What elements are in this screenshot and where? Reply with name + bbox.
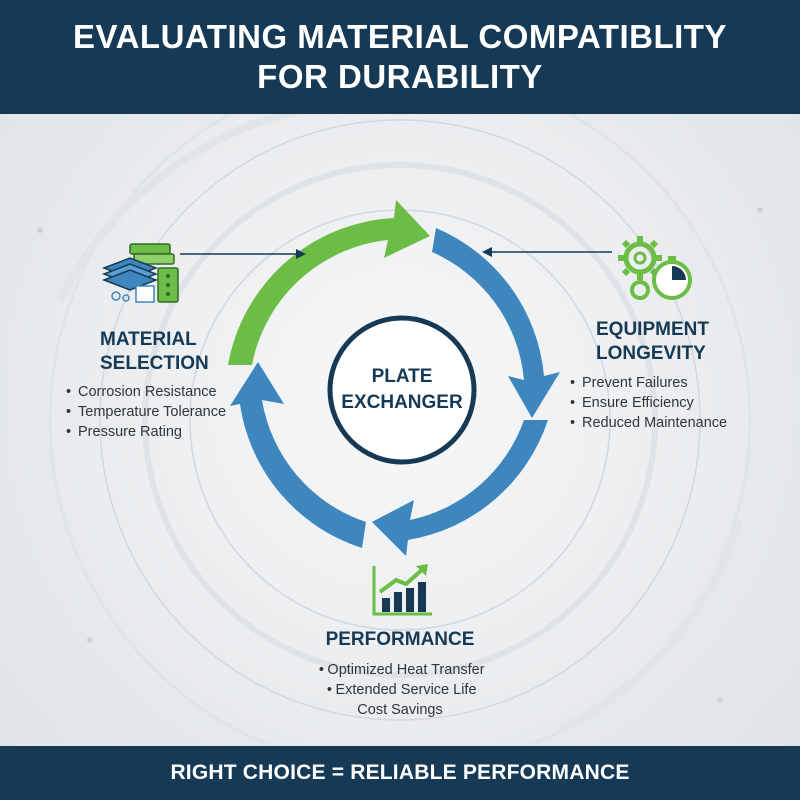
growth-chart-icon: [372, 564, 432, 616]
list-item-text: Optimized Heat Transfer: [327, 662, 485, 678]
list-item-text: Extended Service Life: [335, 682, 477, 698]
list-item: •Optimized Heat Transfer: [318, 662, 485, 678]
equipment-longevity-list: •Prevent Failures •Ensure Efficiency •Re…: [570, 373, 727, 433]
list-item: •Reduced Maintenance: [570, 415, 728, 431]
blue-cycle-arrow-right: [432, 228, 560, 418]
list-item: •Temperature Tolerance: [66, 404, 227, 420]
list-item: Cost Savings: [300, 700, 500, 720]
list-item-text: Cost Savings: [357, 702, 443, 718]
performance-title: PERFORMANCE: [325, 629, 475, 650]
gears-stopwatch-icon: [618, 236, 692, 300]
header-banner: EVALUATING MATERIAL COMPATIBLITY FOR DUR…: [0, 0, 800, 114]
list-item-text: Corrosion Resistance: [78, 384, 217, 400]
list-item-text: Pressure Rating: [78, 424, 182, 440]
material-selection-title-line-2: SELECTION: [100, 353, 209, 374]
page-title-line-2: FOR DURABILITY: [257, 58, 543, 95]
list-item: •Ensure Efficiency: [570, 395, 694, 411]
center-circle: [327, 315, 477, 465]
list-item: •Prevent Failures: [570, 375, 688, 391]
list-item: •Pressure Rating: [66, 424, 182, 440]
equipment-longevity-title-line-2: LONGEVITY: [596, 343, 706, 364]
material-selection-list: •Corrosion Resistance •Temperature Toler…: [66, 382, 226, 442]
footer-text: RIGHT CHOICE = RELIABLE PERFORMANCE: [170, 761, 630, 784]
center-label-line-2: EXCHANGER: [341, 392, 463, 413]
page-title-line-1: EVALUATING MATERIAL COMPATIBLITY: [73, 18, 727, 55]
list-item-text: Temperature Tolerance: [78, 404, 227, 420]
center-label-line-1: PLATE: [371, 366, 433, 387]
list-item-text: Ensure Efficiency: [582, 395, 694, 411]
blue-cycle-arrow-left: [230, 362, 366, 548]
blue-cycle-arrow-bottom: [372, 420, 548, 556]
green-cycle-arrow: [228, 200, 430, 365]
list-item-text: Prevent Failures: [582, 375, 688, 391]
material-selection-title: MATERIAL SELECTION: [100, 328, 209, 376]
equipment-longevity-title-line-1: EQUIPMENT: [596, 319, 709, 340]
performance-list: •Optimized Heat Transfer •Extended Servi…: [300, 660, 500, 720]
footer-banner: RIGHT CHOICE = RELIABLE PERFORMANCE: [0, 746, 800, 800]
equipment-longevity-title: EQUIPMENT LONGEVITY: [596, 318, 709, 366]
list-item: •Corrosion Resistance: [66, 384, 217, 400]
list-item: •Extended Service Life: [326, 682, 477, 698]
list-item-text: Reduced Maintenance: [582, 415, 728, 431]
center-label: PLATE EXCHANGER: [330, 330, 474, 450]
material-stack-icon: [101, 243, 179, 303]
material-selection-title-line-1: MATERIAL: [100, 329, 197, 350]
